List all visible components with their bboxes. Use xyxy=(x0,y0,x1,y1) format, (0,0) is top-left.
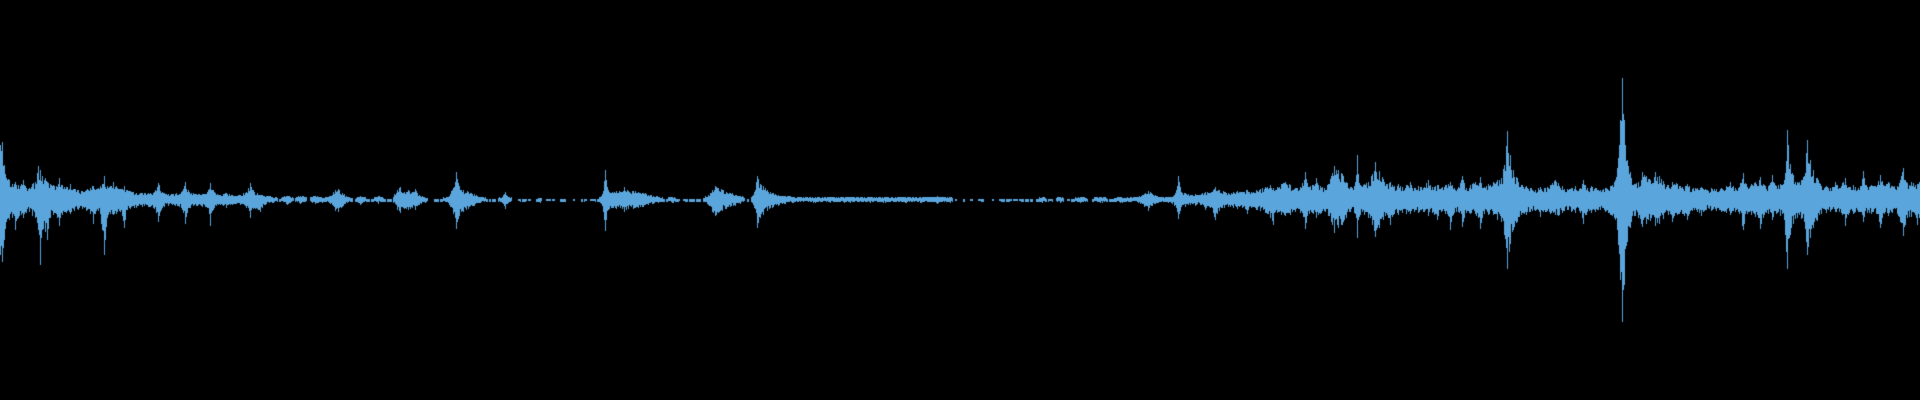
audio-waveform-canvas xyxy=(0,0,1920,400)
waveform-panel xyxy=(0,0,1920,400)
